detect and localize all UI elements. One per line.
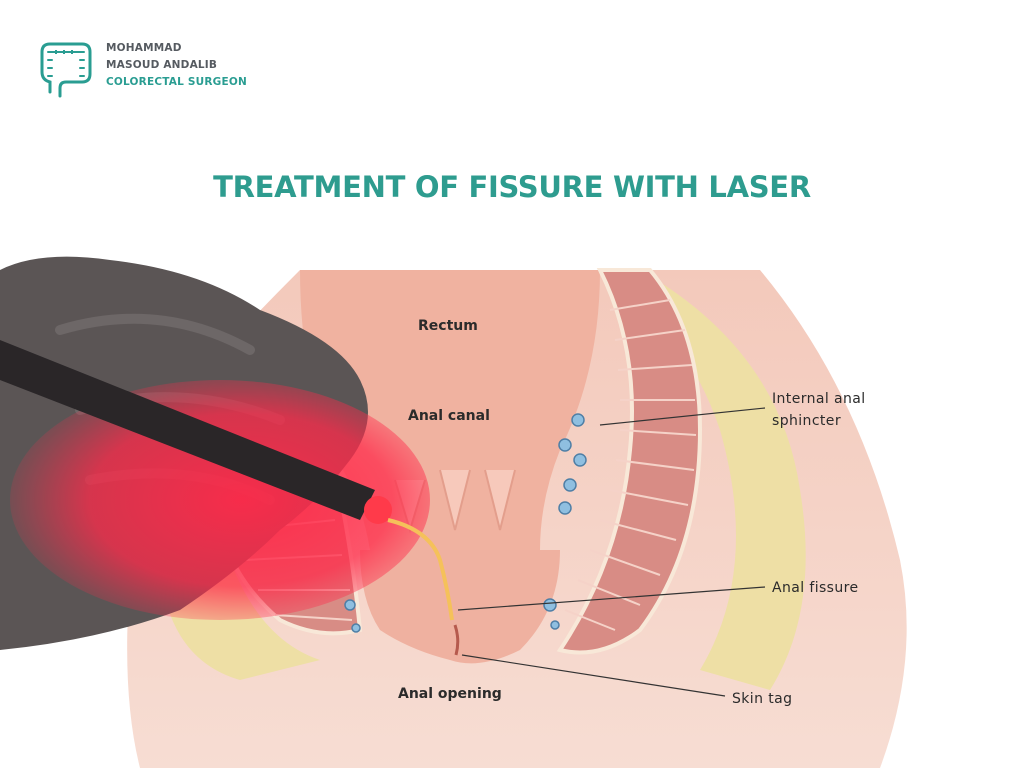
brand-name-line2: MASOUD ANDALIB xyxy=(106,59,218,71)
label-sphincter: sphincter xyxy=(772,413,841,429)
brand-subtitle: COLORECTAL SURGEON xyxy=(106,76,247,88)
laser-probe xyxy=(0,340,375,520)
anal-canal-lower xyxy=(360,550,560,664)
leader-anal-fissure xyxy=(457,586,766,611)
vascular-plexus xyxy=(344,413,587,633)
muscle-fibers-right xyxy=(564,299,697,631)
brand-name-line1: MOHAMMAD xyxy=(106,42,182,54)
anal-fissure-tear xyxy=(453,624,460,656)
label-internal-anal: Internal anal xyxy=(772,391,866,407)
laser-tip xyxy=(364,496,392,524)
label-anal-opening: Anal opening xyxy=(398,686,502,702)
label-anal-canal: Anal canal xyxy=(408,408,490,424)
laser-glow xyxy=(10,380,430,620)
label-skin-tag: Skin tag xyxy=(732,691,792,707)
fat-layer-right xyxy=(620,270,806,690)
leader-internal-sphincter xyxy=(599,407,766,426)
laser-beam xyxy=(387,518,454,621)
page-title: TREATMENT OF FISSURE WITH LASER xyxy=(213,170,811,204)
label-rectum: Rectum xyxy=(418,318,478,334)
brand: MOHAMMAD MASOUD ANDALIB COLORECTAL SURGE… xyxy=(36,40,266,100)
label-anal-fissure: Anal fissure xyxy=(772,580,859,596)
leader-skin-tag xyxy=(461,654,726,697)
colon-icon xyxy=(40,42,92,98)
anal-fissure-laser-diagram: Rectum Anal canal Internal anal sphincte… xyxy=(0,256,907,768)
